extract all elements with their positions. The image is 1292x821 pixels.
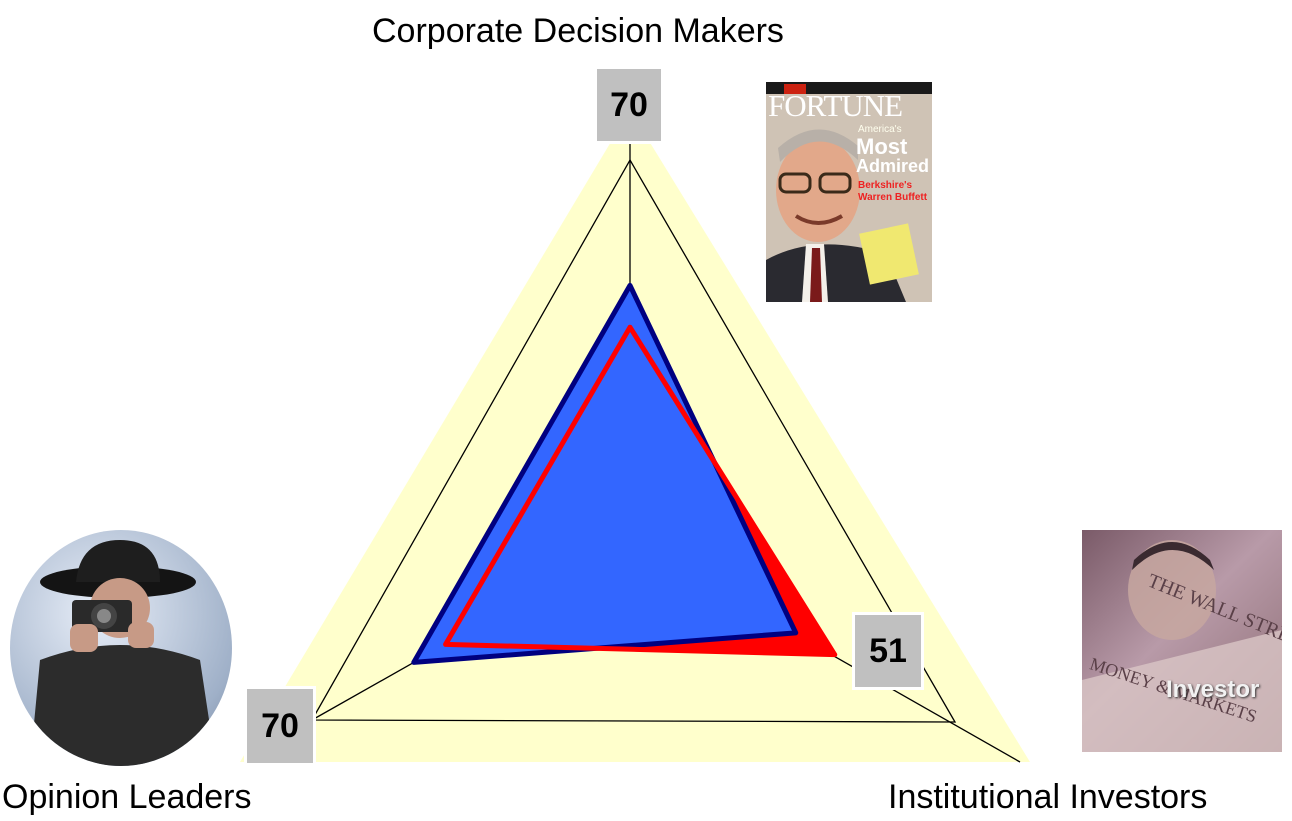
axis-label-opinion: Opinion Leaders: [2, 778, 252, 816]
newspaper-overlay-text: Investor: [1166, 676, 1260, 703]
magazine-cover-image: FORTUNE America's Most Admired Berkshire…: [766, 82, 932, 302]
series-layer: [411, 282, 838, 665]
photographer-image: [10, 530, 232, 766]
magazine-line2: Most: [856, 134, 908, 159]
magazine-title: FORTUNE: [768, 88, 903, 123]
newspaper-image: THE WALL STREET MONEY & MARKETS Investor: [1082, 530, 1282, 752]
axis-label-corporate: Corporate Decision Makers: [372, 12, 784, 50]
magazine-line3: Admired: [856, 156, 930, 176]
grid-ring-1: [310, 158, 957, 723]
magazine-line1: America's: [858, 124, 902, 135]
magazine-line5: Warren Buffett: [858, 192, 928, 203]
axis-label-institutional: Institutional Investors: [888, 778, 1208, 816]
value-label-corporate: 70: [594, 66, 664, 144]
magazine-portrait: [766, 82, 932, 302]
photographer-figure: [30, 540, 216, 766]
magazine-line4: Berkshire's: [858, 180, 913, 191]
series-1-outline: [443, 324, 838, 658]
newspaper-figure: [1082, 540, 1282, 752]
value-label-opinion: 70: [244, 686, 316, 766]
value-label-institutional: 51: [852, 612, 924, 690]
